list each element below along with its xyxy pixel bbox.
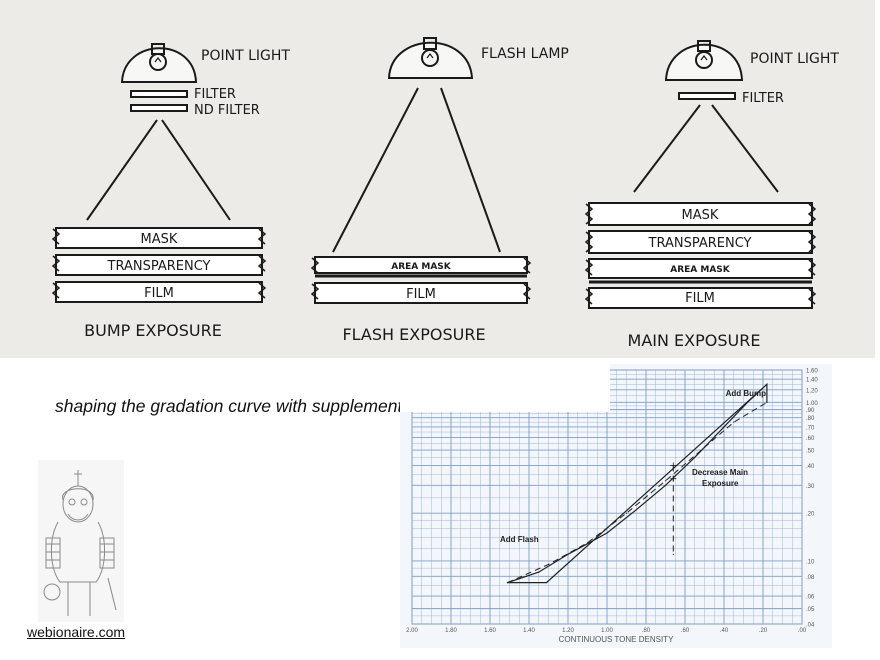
y-tick-label: .30 [806,484,815,490]
x-tick-label: 2.00 [406,628,418,634]
y-tick-label: .60 [806,436,815,442]
bump-filter-label: FILTER [194,87,236,102]
bump-lamp [120,43,198,83]
main-exposure-caption: MAIN EXPOSURE [628,331,761,350]
flash-exposure-caption: FLASH EXPOSURE [342,325,485,344]
curve-series-1 [507,382,768,584]
x-tick-label: 1.00 [601,628,613,634]
marker-cross [670,462,677,469]
annotation-add-bump: Add Bump [726,389,767,398]
flash-layers [310,256,532,304]
y-tick-label: .40 [806,464,815,470]
main-lamp [664,40,744,81]
y-tick-label: 1.00 [806,401,818,407]
x-tick-label: .20 [759,628,768,634]
x-tick-label: 1.80 [445,628,457,634]
gradation-chart-svg: 1.601.401.201.00.90.80.70.60.50.40.30.20… [400,364,832,648]
x-tick-label: 1.60 [484,628,496,634]
main-layer-transparency: TRANSPARENCY [648,236,752,251]
y-tick-label: .80 [806,416,815,422]
x-tick-label: .00 [798,628,807,634]
curve-point [567,553,569,555]
y-tick-label: 1.20 [806,388,818,394]
curve-point [547,563,550,566]
bump-exposure-caption: BUMP EXPOSURE [84,321,222,340]
curve-point [635,509,637,511]
y-tick-label: 1.40 [806,378,818,384]
bump-layer-film: FILM [144,286,174,301]
exposure-diagram: POINT LIGHT FILTER ND FILTER MASK TRANSP… [51,37,839,350]
y-tick-label: .10 [806,559,815,565]
x-axis-label: CONTINUOUS TONE DENSITY [559,635,674,644]
caption-backdrop [400,364,610,412]
curve-point [746,401,748,403]
curve-point [606,532,608,534]
curve-point [538,571,540,573]
flash-source-label: FLASH LAMP [481,46,569,62]
website-link[interactable]: webionaire.com [27,624,126,640]
curve-point [506,581,509,584]
curve-point [733,421,735,423]
x-tick-label: 1.20 [562,628,574,634]
y-tick-label: 1.60 [806,369,818,375]
curve-point [545,581,548,584]
y-tick-label: .04 [806,623,815,629]
bump-layers [51,227,267,303]
x-tick-label: 1.40 [523,628,535,634]
main-layer-mask: MASK [682,208,719,223]
curve-point [723,426,725,428]
flash-layer-film: FILM [406,287,436,302]
slide-caption: shaping the gradation curve with supplem… [55,396,513,416]
flash-lamp [387,37,474,79]
flash-layer-area-mask: AREA MASK [391,262,452,272]
curve-point [672,553,674,555]
main-source-label: POINT LIGHT [750,51,839,67]
curve-point [703,446,706,448]
curve-series-2 [507,401,768,584]
x-tick-label: .80 [642,628,651,634]
y-tick-label: .08 [806,575,815,581]
curve-point [586,542,589,544]
x-tick-label: .60 [681,628,690,634]
annotation-add-flash: Add Flash [500,535,539,544]
x-tick-label: .40 [720,628,729,634]
main-layer-film: FILM [685,291,715,306]
y-tick-label: .90 [806,408,815,414]
main-filter-label: FILTER [742,91,784,106]
bump-layer-transparency: TRANSPARENCY [107,259,211,274]
curve-point [664,480,667,482]
curve-point [625,512,628,514]
curve-point [766,383,768,385]
marker-cross [670,475,677,482]
curve-point [694,456,696,458]
y-tick-label: .70 [806,425,815,431]
y-tick-label: .06 [806,595,815,601]
main-layers [584,202,817,309]
main-layer-area-mask: AREA MASK [670,265,731,275]
y-tick-label: .50 [806,449,815,455]
bump-layer-mask: MASK [141,232,178,247]
caricature-logo-image [38,460,124,622]
curve-point [664,484,667,486]
y-tick-label: .20 [806,512,815,518]
y-tick-label: .05 [806,607,815,613]
curve-point [766,401,768,403]
bump-nd-filter-label: ND FILTER [194,103,260,118]
bump-source-label: POINT LIGHT [201,48,290,64]
